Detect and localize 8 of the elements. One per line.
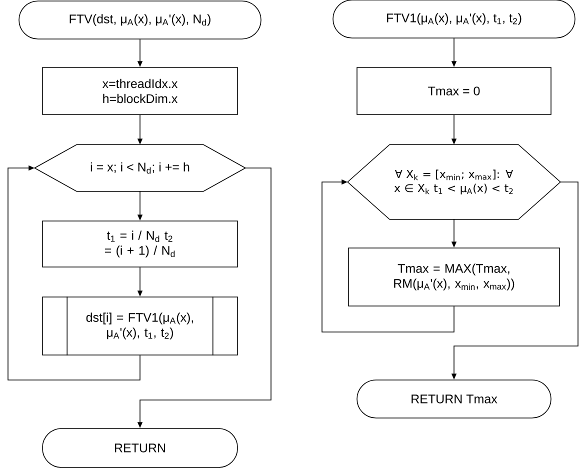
arrow bbox=[322, 179, 454, 332]
process-box: Tmax = 0 bbox=[356, 67, 552, 115]
process-box: t$_{1}$ = i / N$_{d}$ t$_{2}$ = (i + 1) / N$_{d}$ bbox=[42, 220, 238, 268]
loop-hexagon: ∀ X$_{k}$ = [x$_{min}$; x$_{max}$]: ∀ x ∈ X$_{k}$ t$_{1}$ < μ$_{A}$(x) < t$_{2}$ bbox=[347, 144, 561, 220]
arrow bbox=[8, 165, 140, 380]
subroutine-box: dst[i] = FTV1(μ$_{A}$(x), μ$_{A}$'(x), t$_{1}$, t$_{2}$) bbox=[42, 296, 238, 356]
process-box: x=threadIdx.x h=blockDim.x bbox=[42, 67, 238, 115]
process-box: Tmax = MAX(Tmax, RM(μ$_{A}$'(x), x$_{min}$, x$_{max}$)) bbox=[348, 248, 560, 306]
